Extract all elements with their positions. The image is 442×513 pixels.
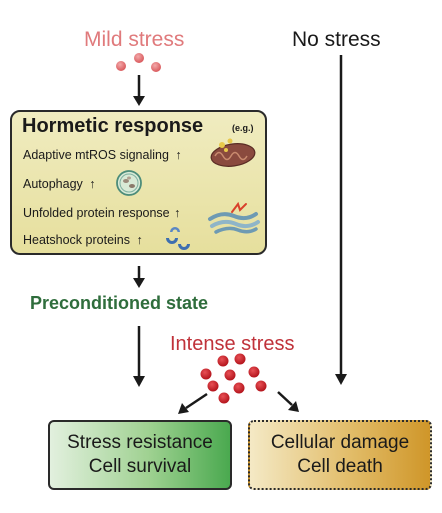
hormetic-item-hsp: Heatshock proteins ↑ — [23, 233, 143, 247]
hormetic-item-label: Autophagy — [23, 177, 83, 191]
hormetic-item-label: Adaptive mtROS signaling — [23, 148, 169, 162]
up-arrow-icon: ↑ — [174, 206, 181, 220]
arrow-nostress-to-death — [335, 55, 347, 385]
no-stress-label: No stress — [292, 28, 381, 51]
mitochondrion-icon — [210, 138, 256, 167]
up-arrow-icon: ↑ — [136, 233, 143, 247]
arrow-hormetic-to-preconditioned — [133, 266, 145, 288]
outcome-line-1: Cellular damage — [270, 432, 410, 453]
arrow-intense-to-survival — [178, 392, 208, 414]
outcome-line-1: Stress resistance — [67, 432, 213, 453]
mild-stress-label: Mild stress — [84, 28, 185, 51]
chaperone-proteins-icon — [166, 227, 190, 250]
cellular-damage-box: Cellular damage Cell death — [248, 420, 432, 490]
arrow-mild-to-hormetic — [133, 75, 145, 106]
intense-stress-label: Intense stress — [170, 333, 295, 355]
up-arrow-icon: ↑ — [175, 148, 182, 162]
stress-resistance-box: Stress resistance Cell survival — [48, 420, 232, 490]
intense-stress-dots — [200, 353, 267, 404]
hormetic-item-autophagy: Autophagy ↑ — [23, 177, 96, 191]
endoplasmic-reticulum-icon — [208, 201, 260, 234]
hormetic-item-label: Unfolded protein response — [23, 206, 170, 220]
hormetic-eg-note: (e.g.) — [232, 123, 254, 133]
hormetic-response-title: Hormetic response — [22, 115, 204, 137]
arrow-intense-to-death — [277, 391, 299, 412]
preconditioned-state-label: Preconditioned state — [30, 293, 209, 313]
outcome-line-2: Cell death — [297, 456, 383, 477]
outcome-line-2: Cell survival — [88, 456, 192, 477]
mild-stress-dots — [116, 53, 161, 72]
up-arrow-icon: ↑ — [89, 177, 96, 191]
hormetic-item-upr: Unfolded protein response ↑ — [23, 206, 180, 220]
hormetic-item-mtros: Adaptive mtROS signaling ↑ — [23, 148, 182, 162]
arrow-preconditioned-to-survival — [133, 326, 145, 387]
autophagosome-icon — [116, 170, 142, 196]
hormetic-item-label: Heatshock proteins — [23, 233, 131, 247]
